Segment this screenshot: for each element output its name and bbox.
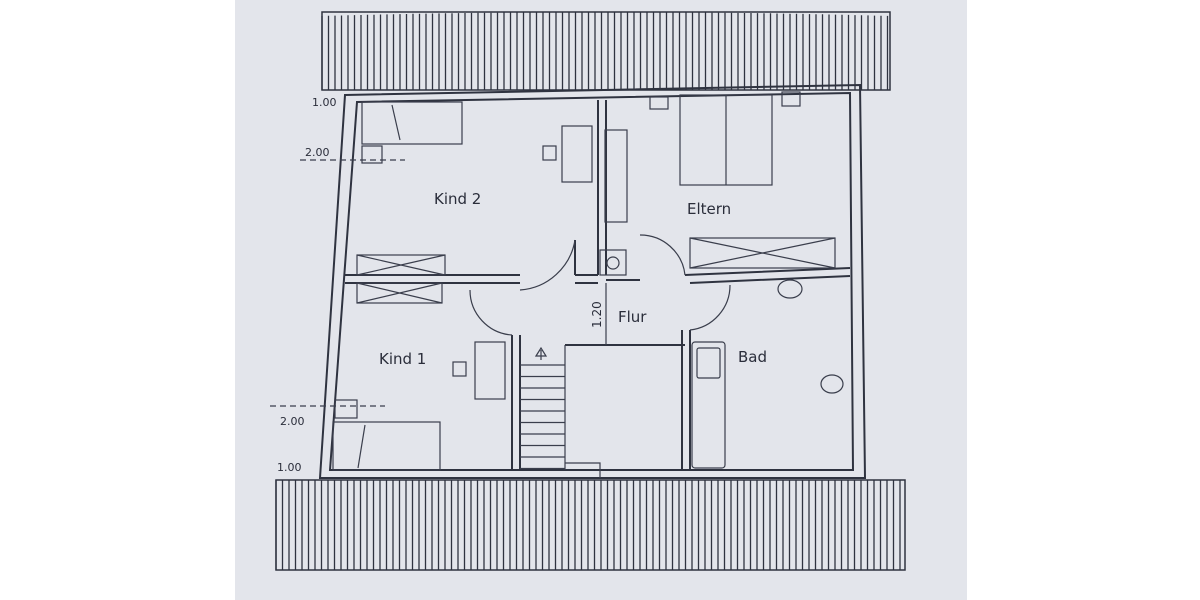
- hatch-lines: [275, 480, 901, 570]
- room-label-bad: Bad: [738, 348, 767, 366]
- hatch-lines: [321, 12, 889, 90]
- room-label-kind2: Kind 2: [434, 190, 481, 208]
- roof-hatch-bottom: [275, 479, 906, 571]
- svg-text:1.20: 1.20: [590, 301, 604, 328]
- room-label-kind1: Kind 1: [379, 350, 426, 368]
- height-label-bottom-2: 2.00: [280, 415, 305, 428]
- hatch-border: [321, 11, 891, 91]
- furniture: [270, 91, 844, 478]
- roof-hatch-top: [321, 11, 891, 91]
- staircase: [520, 364, 565, 470]
- outer-walls: [318, 83, 867, 479]
- room-label-eltern: Eltern: [687, 200, 731, 218]
- flur-width-label: 1.20: [590, 301, 604, 328]
- room-label-flur: Flur: [618, 308, 647, 326]
- hatch-border: [275, 479, 906, 571]
- height-label-top-1: 1.00: [312, 96, 337, 109]
- interior-walls: [345, 100, 851, 470]
- height-label-bottom-1: 1.00: [277, 461, 302, 474]
- height-label-top-2: 2.00: [305, 146, 330, 159]
